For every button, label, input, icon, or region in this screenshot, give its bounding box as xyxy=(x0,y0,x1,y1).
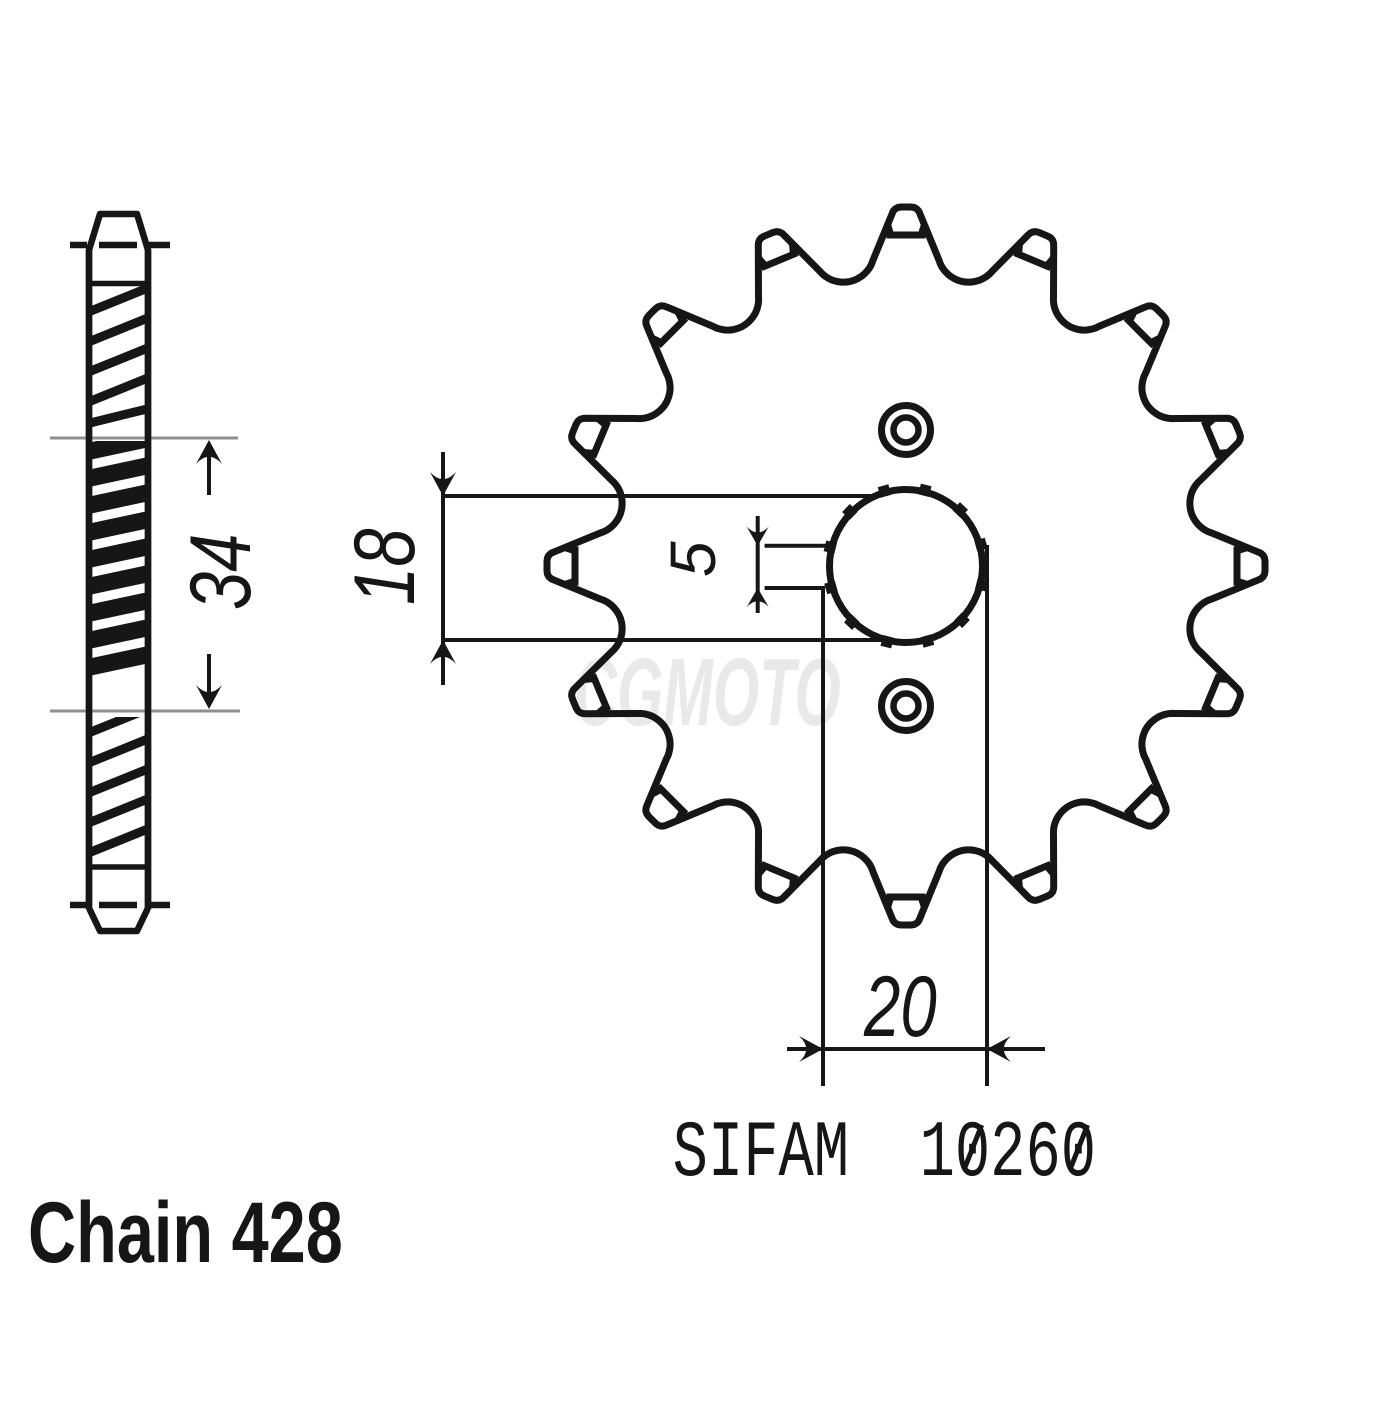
svg-text:Chain 428: Chain 428 xyxy=(28,1185,343,1281)
svg-text:34: 34 xyxy=(173,533,269,610)
svg-text:CGMOTO: CGMOTO xyxy=(574,638,841,745)
svg-text:20: 20 xyxy=(863,959,937,1055)
svg-text:SIFAM 10260: SIFAM 10260 xyxy=(673,1110,1096,1200)
svg-text:5: 5 xyxy=(657,541,729,577)
svg-text:18: 18 xyxy=(337,528,433,605)
